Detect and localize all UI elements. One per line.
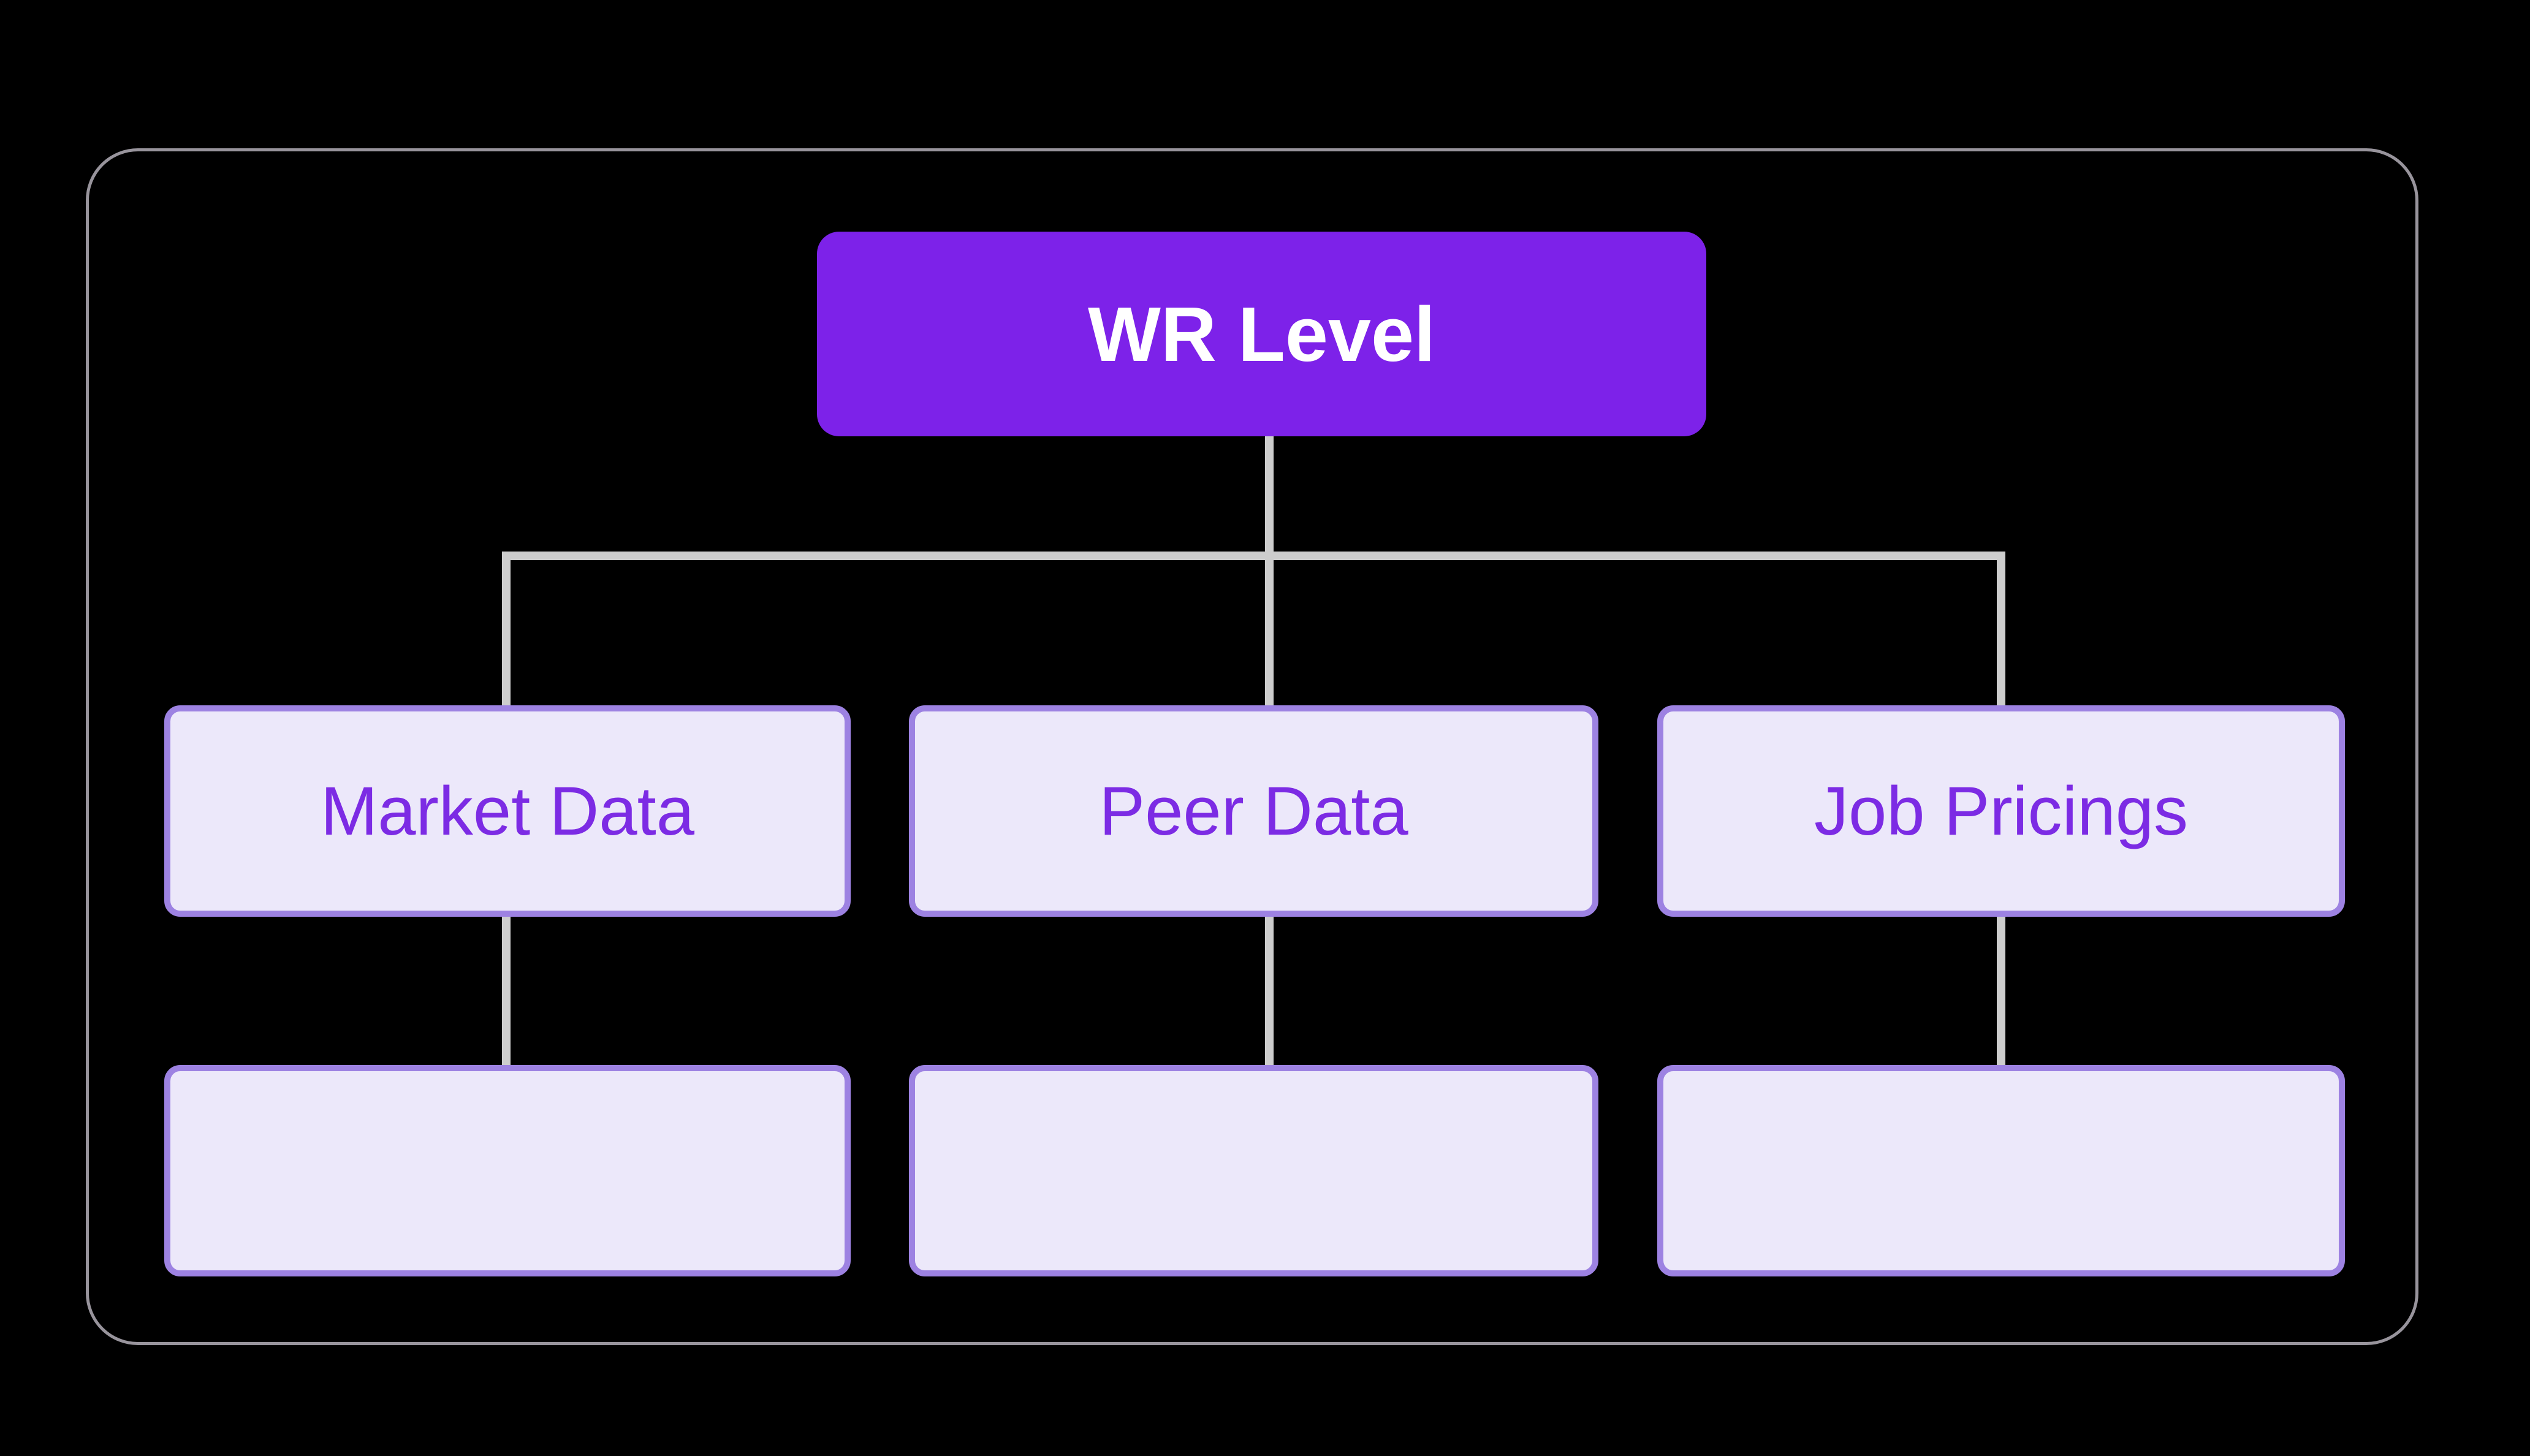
node-peer-data-label: Peer Data xyxy=(1099,773,1408,849)
node-job-pricings-label: Job Pricings xyxy=(1814,773,2189,849)
node-wr-level: WR Level xyxy=(817,232,1706,436)
node-peer-data: Peer Data xyxy=(909,705,1598,917)
node-market-data-child xyxy=(164,1065,851,1276)
node-market-data-label: Market Data xyxy=(321,773,694,849)
connector-crossbar xyxy=(502,552,2005,560)
node-market-data: Market Data xyxy=(164,705,851,917)
node-peer-data-child xyxy=(909,1065,1598,1276)
connector-market-data-to-leaf xyxy=(502,917,511,1065)
connector-root-to-middle xyxy=(1265,436,1274,705)
node-job-pricings: Job Pricings xyxy=(1657,705,2345,917)
node-wr-level-label: WR Level xyxy=(1087,290,1436,377)
diagram-frame xyxy=(86,148,2418,1345)
connector-drop-left xyxy=(502,552,511,705)
node-job-pricings-child xyxy=(1657,1065,2345,1276)
connector-job-pricings-to-leaf xyxy=(1997,917,2005,1065)
connector-drop-right xyxy=(1997,552,2005,705)
connector-peer-data-to-leaf xyxy=(1265,917,1274,1065)
